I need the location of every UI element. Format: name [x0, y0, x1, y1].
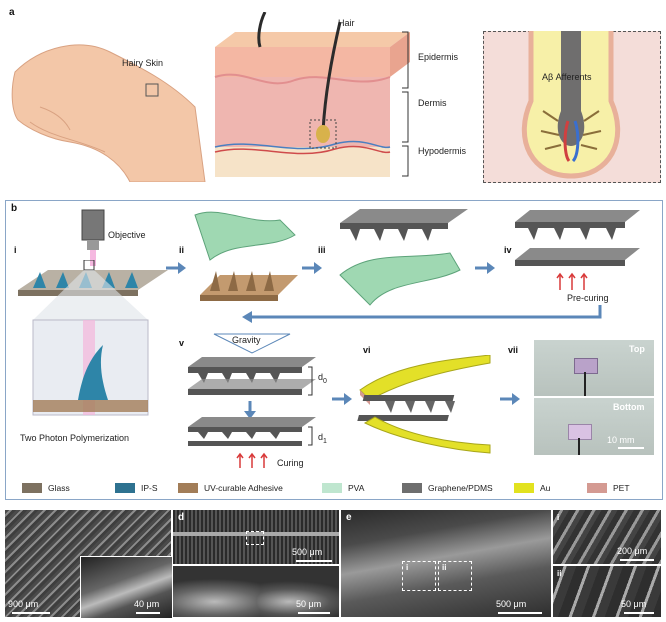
top-label: Top — [629, 344, 645, 354]
step-vi-label: vi — [363, 345, 371, 355]
legend-glass: Glass — [22, 482, 70, 494]
sem-image-d-bottom — [173, 566, 339, 617]
legend-ips: IP-S — [115, 482, 158, 494]
sem-image-d-band — [173, 532, 339, 536]
scale-bar-c-inset — [136, 612, 160, 614]
panel-e-letter: e — [346, 512, 352, 523]
curing-label: Curing — [277, 458, 304, 468]
inset-label-e-ii: ii — [557, 569, 562, 578]
panel-d-letter: d — [178, 512, 185, 523]
zoom-box-e-ii — [438, 561, 472, 591]
pre-curing-label: Pre-curing — [567, 293, 609, 303]
d0-label: d0 — [318, 372, 327, 385]
hand-illustration — [11, 44, 206, 182]
device-sample-top — [574, 358, 598, 374]
scale-label-d-top: 500 μm — [292, 547, 323, 557]
tpp-label: Two Photon Polymerization — [20, 433, 130, 443]
zoom-label-e-i: i — [406, 563, 409, 572]
zoom-label-e-ii: ii — [442, 563, 447, 572]
step-vii-label: vii — [508, 345, 519, 355]
hairy-skin-label: Hairy Skin — [122, 58, 164, 68]
step-ii-label: ii — [179, 245, 185, 255]
scale-bar-d-bottom — [298, 612, 330, 614]
arrow-iv-v — [242, 305, 602, 323]
panel-a-letter: a — [9, 7, 15, 18]
pdms-casting-illustration — [339, 209, 468, 306]
scale-bar-e-i — [620, 559, 654, 561]
objective-lens-illustration — [81, 209, 105, 266]
device-wire-bottom — [578, 438, 580, 455]
hypodermis-label: Hypodermis — [418, 146, 467, 156]
scale-label-c-inset: 40 μm — [134, 599, 160, 609]
gravity-arrow-icon — [213, 333, 291, 354]
pva-mold-illustration — [194, 211, 298, 301]
legend-swatch-au — [514, 483, 534, 493]
scale-label-d-bottom: 50 μm — [296, 599, 322, 609]
step-iv-label: iv — [504, 245, 512, 255]
follicle-illustration — [521, 31, 621, 179]
curing-heat-arrows — [236, 452, 268, 468]
device-photo-bottom — [534, 398, 654, 455]
legend-pva: PVA — [322, 482, 364, 494]
legend-au: Au — [514, 482, 550, 494]
layer-brackets — [402, 31, 409, 177]
d1-label: d1 — [318, 432, 327, 445]
legend-pet: PET — [587, 482, 630, 494]
scale-bar-e — [498, 612, 542, 614]
legend-swatch-glass — [22, 483, 42, 493]
panel-b-letter: b — [11, 203, 18, 214]
zoom-box-e-i — [402, 561, 436, 591]
legend-swatch-pva — [322, 483, 342, 493]
bottom-label: Bottom — [613, 402, 645, 412]
legend-uv-adhesive: UV-curable Adhesive — [178, 482, 283, 494]
legend-swatch-graphene-pdms — [402, 483, 422, 493]
sem-inset-e-ii — [553, 566, 661, 617]
panel-b-frame — [5, 200, 663, 500]
epidermis-label: Epidermis — [418, 52, 459, 62]
sem-image-d-zoom-box — [246, 531, 264, 545]
scale-bar-e-ii — [624, 612, 654, 614]
arrow-iii-iv — [475, 262, 495, 274]
inset-label-e-i: i — [557, 513, 560, 522]
photo-scale-label: 10 mm — [607, 435, 635, 445]
legend-swatch-uv-adhesive — [178, 483, 198, 493]
arrow-i-ii — [166, 262, 186, 274]
scale-label-e-ii: 50 μm — [621, 599, 647, 609]
pre-curing-illustration — [515, 210, 640, 290]
afferents-label: Aβ Afferents — [542, 72, 592, 82]
arrow-v-vi — [332, 393, 352, 405]
step-i-label: i — [14, 245, 17, 255]
hair-label: Hair — [338, 18, 355, 28]
scale-bar-c — [12, 612, 50, 614]
arrow-ii-iii — [302, 262, 322, 274]
scale-label-c: 900 μm — [8, 599, 39, 609]
electrode-assembly-illustration — [357, 355, 491, 454]
sem-image-e — [341, 510, 551, 617]
device-sample-bottom — [568, 424, 592, 440]
scale-label-e-i: 200 μm — [617, 546, 648, 556]
legend-graphene-pdms: Graphene/PDMS — [402, 482, 493, 494]
sem-inset-e-i — [553, 510, 661, 564]
skin-cross-section — [214, 12, 410, 177]
legend-swatch-ips — [115, 483, 135, 493]
sem-image-d-top — [173, 510, 339, 564]
photo-scale-bar — [618, 447, 644, 449]
step-iii-label: iii — [318, 245, 326, 255]
legend-swatch-pet — [587, 483, 607, 493]
sem-inset-c — [80, 556, 173, 619]
scale-bar-d-top — [296, 560, 332, 562]
sandwich-assembly-illustration — [188, 357, 316, 446]
tpp-substrate-illustration — [18, 260, 168, 416]
dermis-label: Dermis — [418, 98, 447, 108]
scale-label-e: 500 μm — [496, 599, 527, 609]
objective-label: Objective — [108, 230, 146, 240]
step-v-label: v — [179, 338, 185, 348]
device-wire-top — [584, 372, 586, 396]
arrow-vi-vii — [500, 393, 520, 405]
gravity-label: Gravity — [232, 335, 261, 345]
